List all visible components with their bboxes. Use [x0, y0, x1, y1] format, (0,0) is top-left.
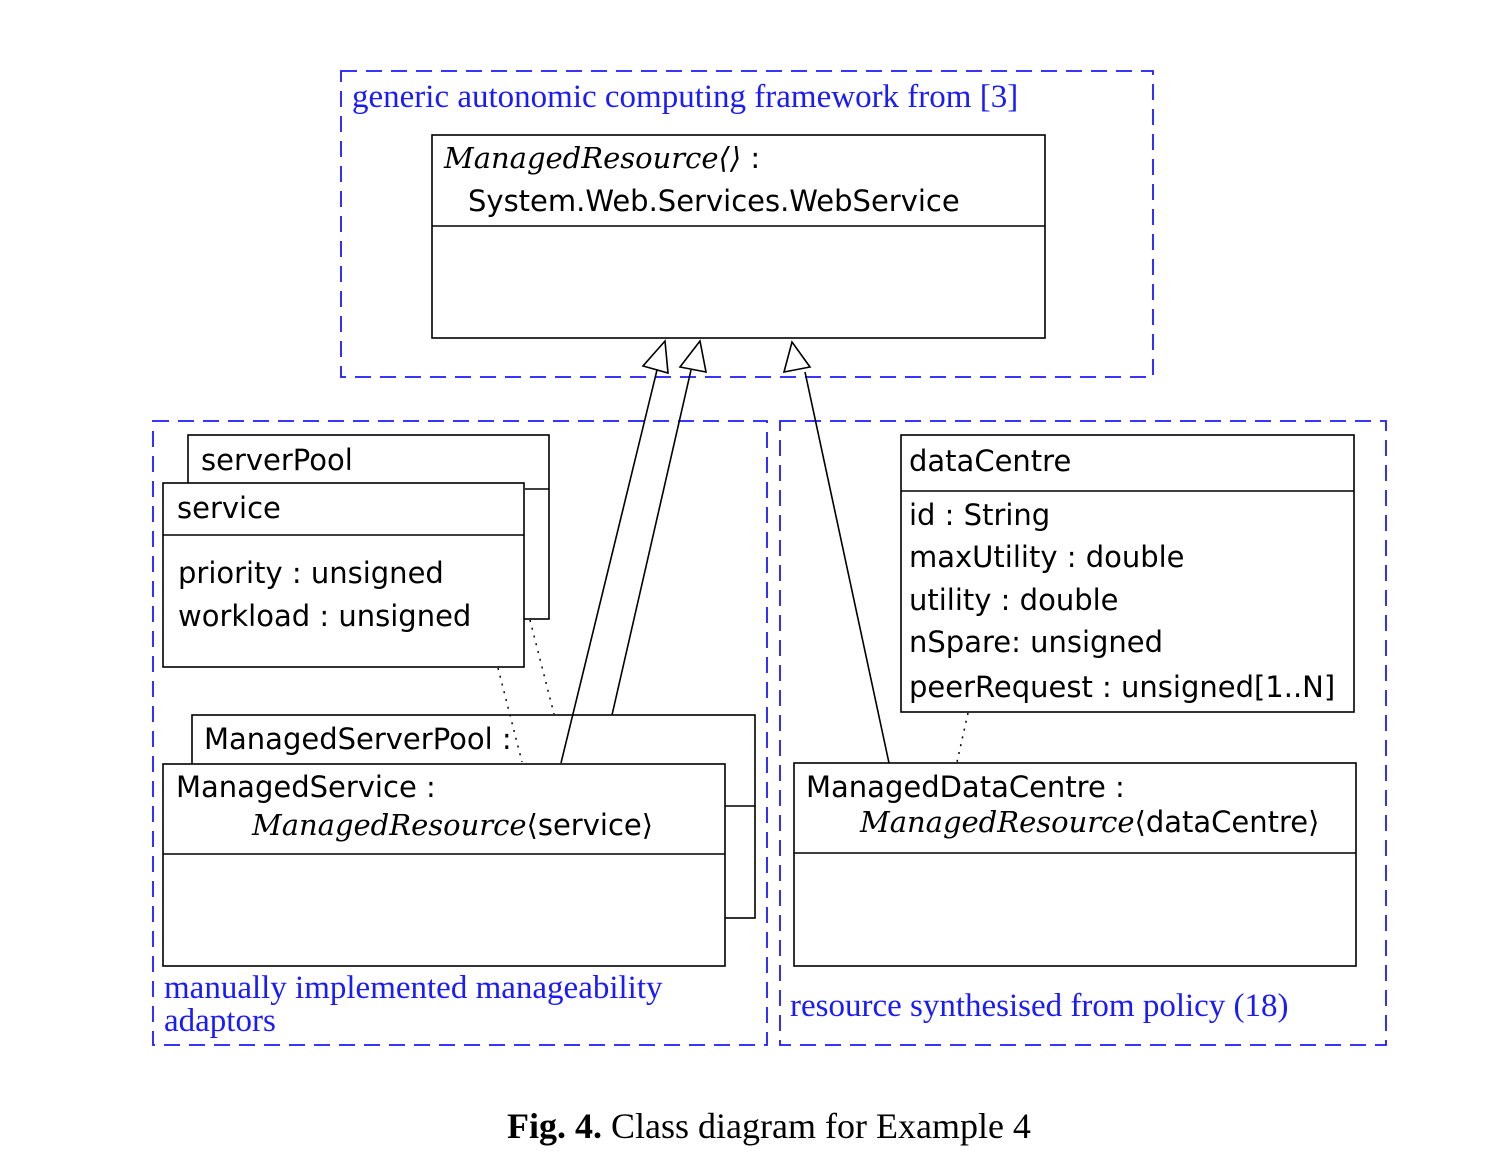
managed-service-name: ManagedService : — [176, 770, 436, 804]
dependency-serverpool-to-managed-serverpool — [529, 619, 555, 715]
generalisation-arrowhead-managed-service — [641, 339, 669, 375]
managed-data-centre-name: ManagedDataCentre : — [806, 770, 1125, 804]
data-centre-attr-nspare: nSpare: unsigned — [909, 625, 1163, 659]
data-centre-attr-peerrequest: peerRequest : unsigned[1..N] — [909, 670, 1335, 704]
data-centre-name: dataCentre — [909, 444, 1071, 478]
class-service: service priority : unsigned workload : u… — [162, 482, 525, 668]
generalisation-line-managed-service — [560, 369, 658, 764]
generalisation-arrowhead-managed-server-pool — [678, 339, 708, 374]
dependency-service-to-managed-service — [497, 667, 523, 763]
managed-service-type: ManagedResource⟨service⟩ — [251, 808, 653, 842]
package-manual-label-line1: manually implemented manageability — [164, 970, 663, 1006]
package-framework-label: generic autonomic computing framework fr… — [352, 79, 1018, 115]
package-manual — [152, 420, 768, 1046]
data-centre-attr-maxutility: maxUtility : double — [909, 540, 1185, 574]
dependency-datacentre-to-managed-datacentre — [956, 712, 969, 763]
service-attr-priority: priority : unsigned — [178, 556, 444, 590]
figure-caption: Fig. 4. Class diagram for Example 4 — [507, 1106, 1031, 1146]
managed-resource-name: ManagedResource⟨⟩ : — [443, 141, 760, 175]
class-data-centre: dataCentre id : String maxUtility : doub… — [900, 434, 1355, 713]
service-name: service — [177, 491, 281, 525]
managed-server-pool-name: ManagedServerPool : — [204, 722, 512, 756]
server-pool-name: serverPool — [201, 443, 353, 477]
package-framework — [340, 70, 1154, 378]
package-synth-label: resource synthesised from policy (18) — [790, 988, 1289, 1024]
package-manual-label-line2: adaptors — [164, 1003, 276, 1039]
data-centre-attr-id: id : String — [909, 498, 1050, 532]
class-managed-resource: ManagedResource⟨⟩ : System.Web.Services.… — [431, 134, 1046, 339]
class-managed-data-centre: ManagedDataCentre : ManagedResource⟨data… — [793, 762, 1357, 967]
managed-data-centre-type: ManagedResource⟨dataCentre⟩ — [859, 805, 1319, 839]
generalisation-line-managed-data-centre — [804, 371, 890, 764]
data-centre-attr-utility: utility : double — [909, 583, 1119, 617]
package-synth — [779, 420, 1387, 1046]
managed-resource-base: System.Web.Services.WebService — [468, 184, 960, 218]
generalisation-line-managed-server-pool — [611, 369, 692, 716]
generalisation-arrowhead-managed-data-centre — [782, 340, 812, 374]
service-attr-workload: workload : unsigned — [178, 599, 471, 633]
class-managed-service: ManagedService : ManagedResource⟨service… — [162, 763, 726, 967]
